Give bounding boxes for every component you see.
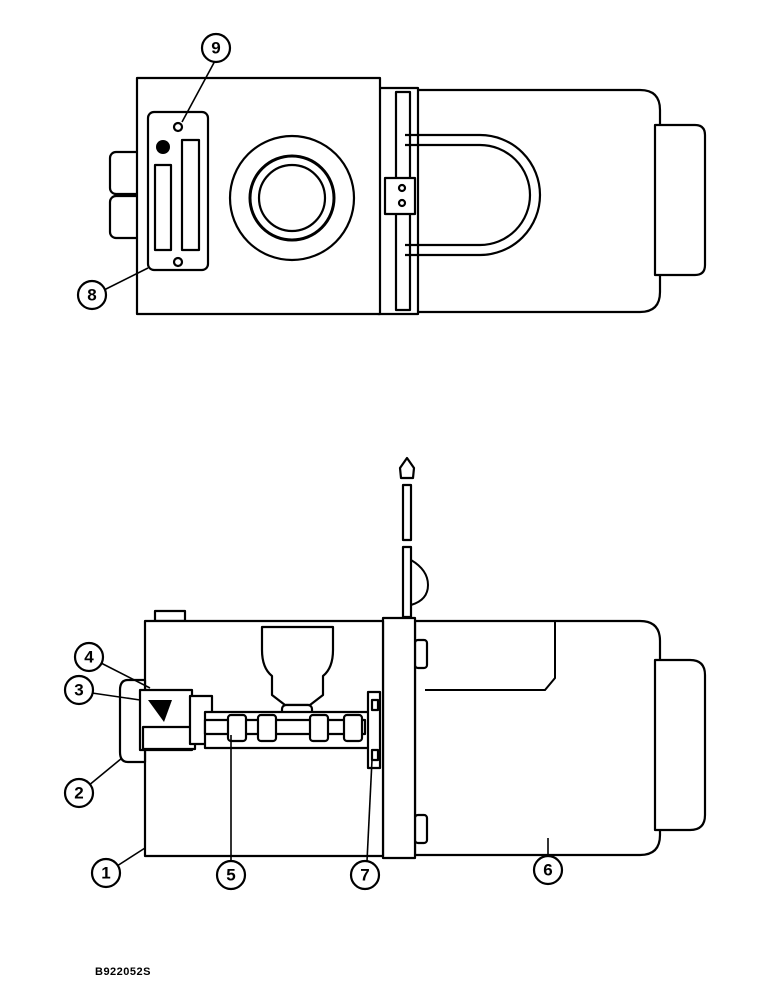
section-view	[118, 456, 707, 860]
nameplate-screw-bottom	[172, 256, 184, 268]
callout-4-circle	[73, 641, 105, 673]
callout-8-circle	[76, 279, 108, 311]
logo-icon	[156, 140, 170, 154]
callout-5-circle	[215, 859, 247, 891]
callout-8: 8	[87, 286, 96, 305]
callout-7: 7	[360, 866, 369, 885]
callout-7-circle	[349, 859, 381, 891]
top-terminal-block	[383, 176, 417, 216]
callout-9-circle	[200, 32, 232, 64]
callout-6: 6	[543, 861, 552, 880]
top-view	[108, 76, 707, 316]
callout-2: 2	[74, 784, 83, 803]
callout-5: 5	[226, 866, 235, 885]
solenoid-cap	[653, 658, 707, 832]
callout-3: 3	[74, 681, 83, 700]
section-flange	[381, 616, 417, 860]
callout-9: 9	[211, 39, 220, 58]
callout-1: 1	[101, 864, 110, 883]
callout-1-circle	[90, 857, 122, 889]
seal-ring	[141, 725, 197, 751]
top-fitting	[153, 609, 187, 623]
lead-wire-lower	[401, 545, 413, 619]
pilot-housing	[260, 625, 335, 707]
top-solenoid-cap	[653, 123, 707, 277]
lead-wire-upper	[401, 483, 413, 542]
port-inner	[257, 163, 327, 233]
solenoid-body	[413, 619, 662, 857]
figure-code: B922052S	[95, 966, 151, 978]
callouts: 9 8 4 3 2 1 5 7 6	[63, 32, 564, 891]
callout-3-circle	[63, 674, 95, 706]
nameplate-window-left	[153, 163, 173, 252]
nameplate-window-right	[180, 138, 201, 252]
callout-2-circle	[63, 777, 95, 809]
lead-terminal-icon	[398, 456, 416, 480]
nameplate-screw-top	[172, 121, 184, 133]
callout-4: 4	[84, 648, 94, 667]
callout-6-circle	[532, 854, 564, 886]
